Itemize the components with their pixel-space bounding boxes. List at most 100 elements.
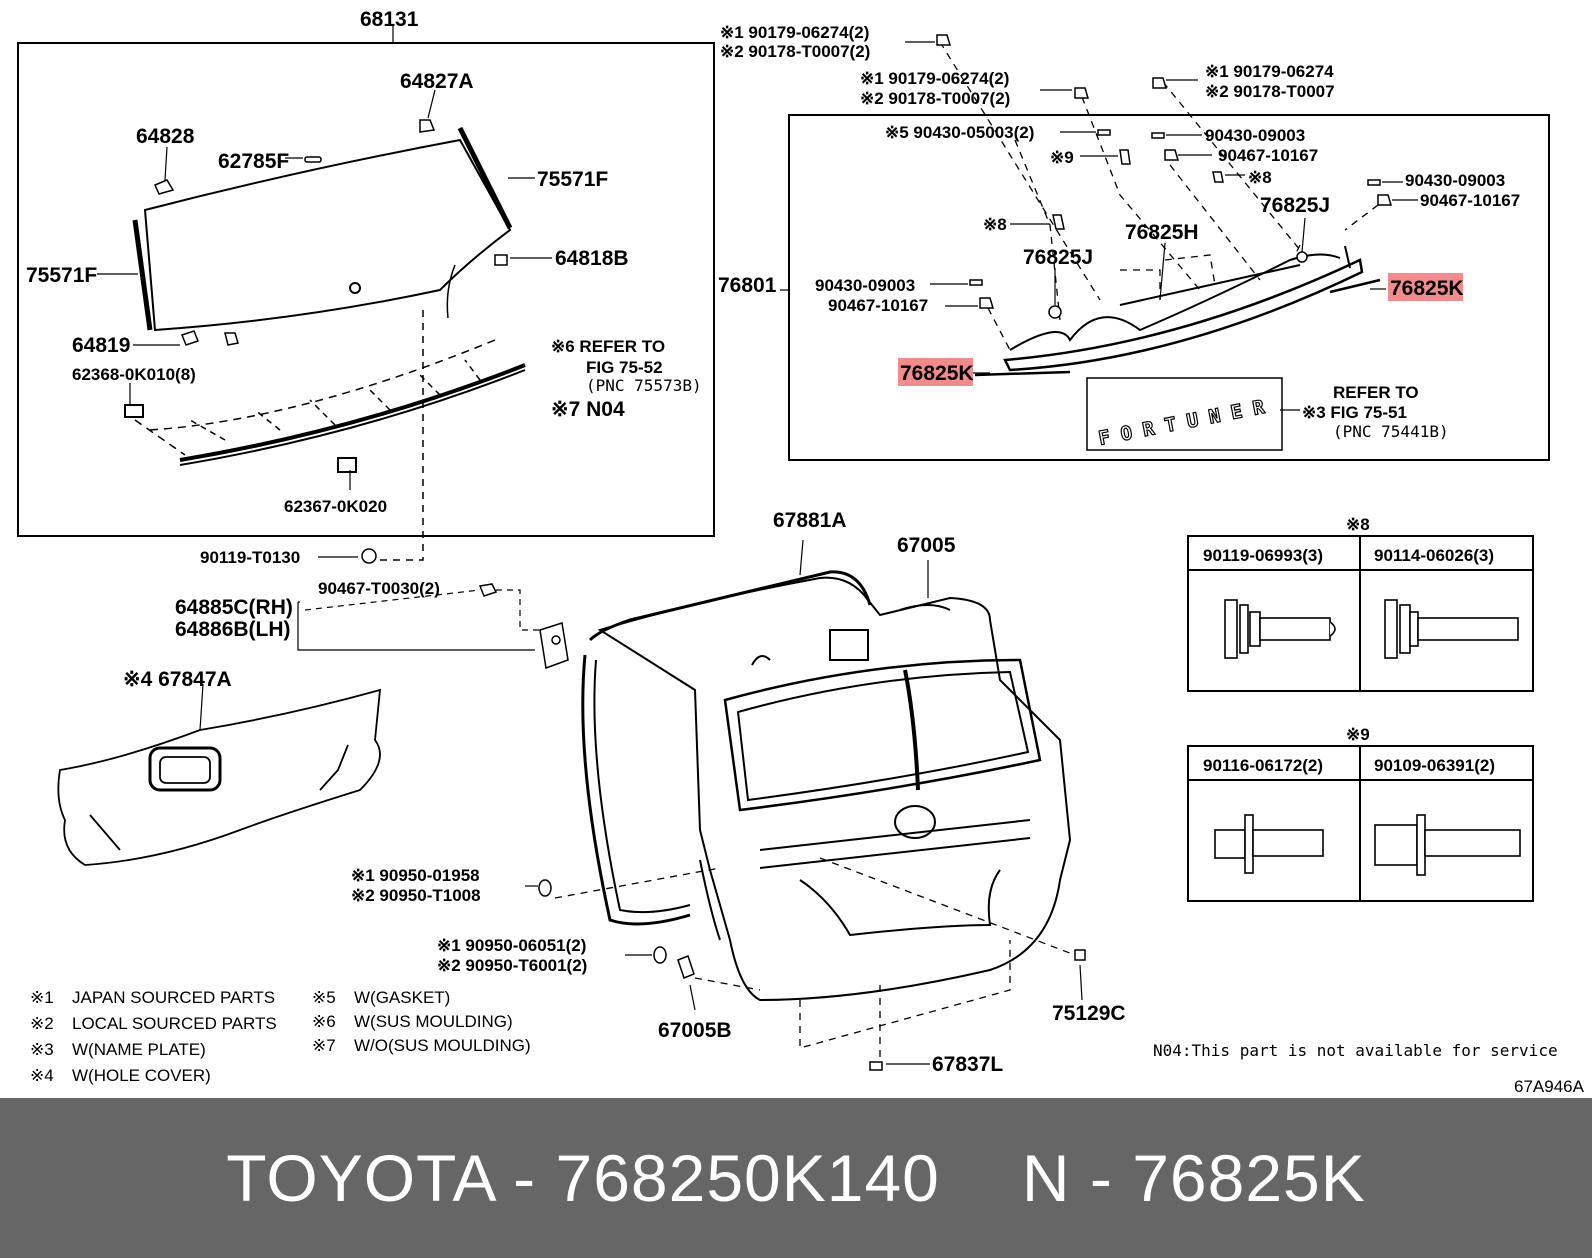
legend-key-5: ※5 [312,988,336,1007]
hose-clip-part [361,548,377,564]
label-n04-ref: ※7 N04 [551,398,625,421]
label-nut-r2: 90467-10167 [1420,191,1520,210]
part-number-banner: TOYOTA - 768250K140 N - 76825K [0,1098,1592,1258]
back-window-glass [132,126,513,332]
label-64886b: 64886B(LH) [175,618,291,641]
label-76825j-top: 76825J [1260,194,1330,217]
label-w2a: ※2 90178-T0007(2) [720,42,870,61]
n04-note: N04:This part is not available for servi… [1153,1041,1558,1060]
label-90119-t0130: 90119-T0130 [200,548,300,567]
glass-small-parts [154,119,508,346]
legend: ※1 JAPAN SOURCED PARTS ※2 LOCAL SOURCED … [30,988,531,1085]
label-x9: ※9 [1050,148,1074,167]
hole-cover-part [57,688,382,866]
name-plate-text: FORTUNER [1097,394,1277,450]
label-plug1b: ※1 90950-06051(2) [437,936,586,955]
label-refer6: ※6 REFER TO [551,337,665,356]
label-x8b: ※8 [983,215,1007,234]
label-w1c: ※1 90179-06274 [1205,62,1334,81]
moulding-dashes [939,41,1379,351]
label-76801: 76801 [718,274,777,297]
label-75571f-left: 75571F [26,264,97,287]
label-75129c: 75129C [1052,1002,1126,1025]
label-76825h: 76825H [1125,221,1199,244]
legend-key-6: ※6 [312,1012,336,1031]
label-w1a: ※1 90179-06274(2) [720,23,869,42]
label-76825k-left: 76825K [900,362,974,385]
table-x9 [1187,745,1534,902]
legend-key-4: ※4 [30,1066,54,1085]
label-64819: 64819 [72,334,130,357]
label-plug2b: ※2 90950-T6001(2) [437,956,587,975]
label-plug2a: ※2 90950-T1008 [351,886,481,905]
lower-moulding [124,339,526,473]
table-x8-col1: 90119-06993(3) [1203,546,1323,565]
label-x8a: ※8 [1248,168,1272,187]
label-w2b: ※2 90178-T0007(2) [860,89,1010,108]
label-67837l: 67837L [932,1053,1003,1076]
label-67005: 67005 [897,534,956,557]
legend-key-1: ※1 [30,988,54,1007]
door-leaders [525,539,1083,1065]
label-67005b: 67005B [658,1019,732,1042]
table-x8-col2: 90114-06026(3) [1374,546,1494,565]
label-62368: 62368-0K010(8) [72,365,196,384]
label-nut-r1: 90467-10167 [1218,146,1318,165]
label-s5: ※5 90430-05003(2) [885,123,1034,142]
label-76825k-right: 76825K [1390,277,1464,300]
label-refer6-pnc: (PNC 75573B) [586,376,702,395]
label-refer6-fig: FIG 75-52 [586,358,663,377]
label-refer3-pnc: (PNC 75441B) [1333,422,1449,441]
back-door-small-parts [538,879,1086,1071]
table-x9-col2: 90109-06391(2) [1374,756,1495,775]
highlight-76825k-right [1388,273,1463,301]
bolt-drawings [1214,599,1521,876]
legend-text-3: W(NAME PLATE) [72,1040,206,1059]
legend-text-4: W(HOLE COVER) [72,1066,211,1085]
label-gasket-r1: 90430-09003 [1205,126,1305,145]
label-68131: 68131 [360,8,419,31]
legend-text-6: W(SUS MOULDING) [354,1012,513,1031]
label-gasket-l: 90430-09003 [815,276,915,295]
banner-ref-number: N - 76825K [1021,1141,1366,1215]
back-door-dashes [554,857,1076,1060]
highlight-76825k-left [898,358,973,386]
legend-text-2: LOCAL SOURCED PARTS [72,1014,277,1033]
parts-diagram: FORTUNER [17,8,1585,1096]
label-x8-title: ※8 [1346,515,1370,534]
moulding-fasteners [936,34,1393,319]
label-75571f-right: 75571F [537,168,608,191]
label-gasket-r2: 90430-09003 [1405,171,1505,190]
legend-key-3: ※3 [30,1040,54,1059]
hinge-part [478,583,569,670]
legend-text-5: W(GASKET) [354,988,450,1007]
label-67881a: 67881A [773,509,847,532]
table-x9-col1: 90116-06172(2) [1203,756,1323,775]
figure-code: 67A946A [1514,1077,1585,1096]
label-x9-title: ※9 [1346,725,1370,744]
legend-text-7: W/O(SUS MOULDING) [354,1036,531,1055]
glass-group-frame [17,42,715,537]
name-plate-part: FORTUNER [1086,377,1283,451]
legend-key-7: ※7 [312,1036,336,1055]
label-67847a: ※4 67847A [123,668,232,691]
label-w2c: ※2 90178-T0007 [1205,82,1335,101]
banner-part-number: TOYOTA - 768250K140 [226,1141,940,1215]
back-door-part [581,570,1072,1002]
label-62785f: 62785F [218,150,289,173]
label-refer3: REFER TO [1333,383,1419,402]
moulding-leaders [780,41,1418,411]
label-62367: 62367-0K020 [284,497,387,516]
label-64828: 64828 [136,125,195,148]
legend-key-2: ※2 [30,1014,54,1033]
label-64885c: 64885C(RH) [175,596,293,619]
label-nut-l: 90467-10167 [828,296,928,315]
label-90467-t0030: 90467-T0030(2) [318,579,440,598]
label-plug1a: ※1 90950-01958 [351,866,480,885]
moulding-group-frame [788,114,1550,461]
label-64818b: 64818B [555,247,629,270]
table-x8 [1187,535,1534,692]
glass-leaders [97,26,552,558]
label-refer3-fig: ※3 FIG 75-51 [1302,403,1407,422]
label-64827a: 64827A [400,70,474,93]
